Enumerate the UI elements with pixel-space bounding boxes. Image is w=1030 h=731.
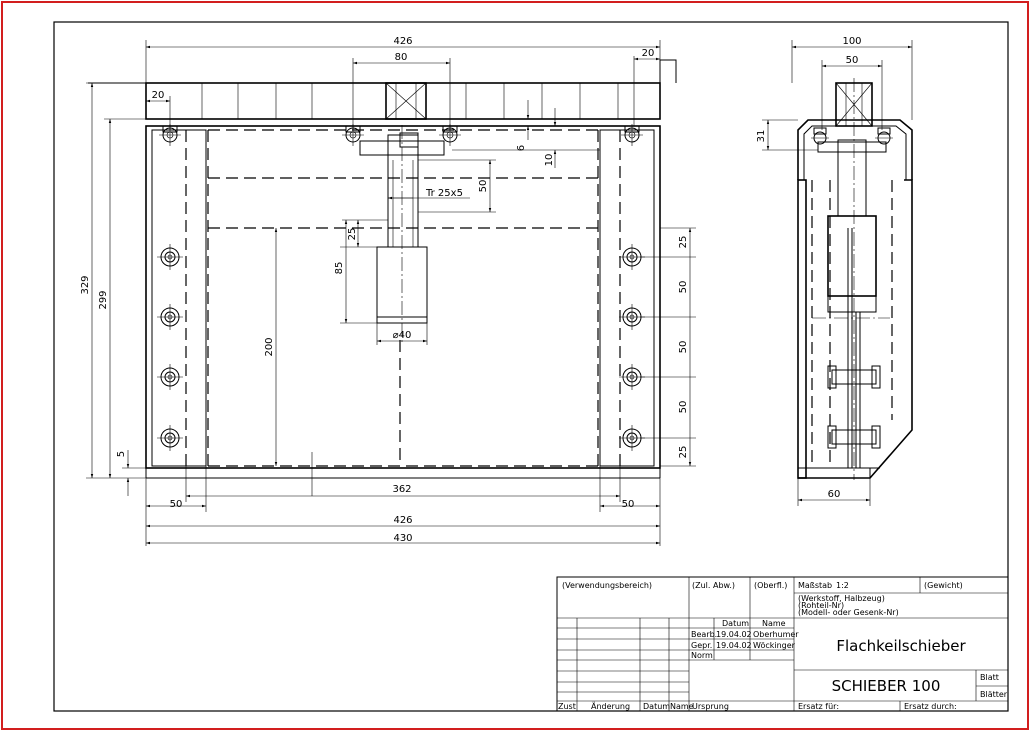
dim-top-width: 426: [393, 36, 412, 47]
tb-bearb-date: 19.04.02: [716, 630, 752, 639]
tb-gepr-date: 19.04.02: [716, 641, 752, 650]
dim-left-margin: 50: [170, 499, 183, 510]
dim-height-total: 329: [80, 275, 91, 294]
tb-rev-date: Datum: [643, 702, 670, 711]
tb-col-name: Name: [762, 619, 786, 628]
front-view: 426 20 80 20 329 299 6 10 Tr 25x5 50 25 …: [80, 36, 696, 546]
dim-stroke: 200: [264, 337, 275, 356]
dim-height-inner: 299: [98, 290, 109, 309]
dim-overall-width: 430: [393, 533, 412, 544]
tb-replaces: Ersatz für:: [798, 702, 839, 711]
tb-row-gepr: Gepr.: [691, 641, 712, 650]
dim-side-inner: 50: [846, 55, 859, 66]
tb-usage-area: (Verwendungsbereich): [562, 581, 652, 590]
dim-bolt-gap: 10: [544, 154, 555, 167]
dim-pitch-1: 25: [678, 236, 689, 249]
dim-side-width: 100: [842, 36, 861, 47]
dim-pitch-5: 25: [678, 446, 689, 459]
dim-plate-gap: 6: [516, 145, 527, 151]
tb-rev-name: Name: [670, 702, 694, 711]
tb-material-1: (Werkstoff, Halbzeug): [798, 594, 885, 603]
tb-rev-zust: Zust: [558, 702, 576, 711]
dim-pitch-2: 50: [678, 281, 689, 294]
dim-pitch-4: 50: [678, 401, 689, 414]
dim-base-offset: 5: [116, 451, 127, 457]
tb-drawing-number: SCHIEBER 100: [832, 677, 941, 695]
dim-side-top-height: 31: [756, 130, 767, 143]
tb-surface: (Oberfl.): [754, 581, 787, 590]
tb-row-norm: Norm: [691, 651, 713, 660]
tb-gepr-name: Wöckinger: [753, 641, 796, 650]
dim-pitch-3: 50: [678, 341, 689, 354]
dim-thread-label: Tr 25x5: [425, 188, 463, 199]
tb-tolerance: (Zul. Abw.): [692, 581, 735, 590]
tb-origin: Ursprung: [692, 702, 729, 711]
tb-title: Flachkeilschieber: [836, 637, 966, 655]
title-block: (Verwendungsbereich) (Zul. Abw.) (Oberfl…: [556, 576, 1009, 712]
tb-bearb-name: Oberhumer: [753, 630, 799, 639]
dim-right-margin: 50: [622, 499, 635, 510]
tb-scale-value: 1:2: [836, 581, 849, 590]
tb-material-2: (Rohteil-Nr): [798, 601, 844, 610]
dim-thread-length: 50: [478, 180, 489, 193]
dim-side-base: 60: [828, 489, 841, 500]
tb-material-3: (Modell- oder Gesenk-Nr): [798, 608, 899, 617]
side-bolts: [157, 244, 645, 451]
dim-spindle-width: 80: [395, 52, 408, 63]
tb-sheet: Blatt: [980, 673, 999, 682]
dim-inner-width: 362: [392, 484, 411, 495]
dim-diameter: ⌀40: [393, 330, 412, 341]
dim-nut-offset: 25: [347, 228, 358, 241]
tb-replaced-by: Ersatz durch:: [904, 702, 957, 711]
tb-weight: (Gewicht): [924, 581, 963, 590]
dim-nut-height: 85: [334, 262, 345, 275]
drawing-border: [53, 21, 1009, 712]
tb-sheets: Blätter: [980, 690, 1008, 699]
dim-bottom-width: 426: [393, 515, 412, 526]
dim-top-right: 20: [642, 48, 655, 59]
dim-left-offset: 20: [152, 90, 165, 101]
side-view: 100 50 31 60: [756, 36, 913, 506]
tb-col-date: Datum: [722, 619, 749, 628]
tb-scale-label: Maßstab: [798, 581, 832, 590]
tb-row-bearb: Bearb.: [691, 630, 717, 639]
tb-rev-change: Änderung: [591, 701, 630, 711]
